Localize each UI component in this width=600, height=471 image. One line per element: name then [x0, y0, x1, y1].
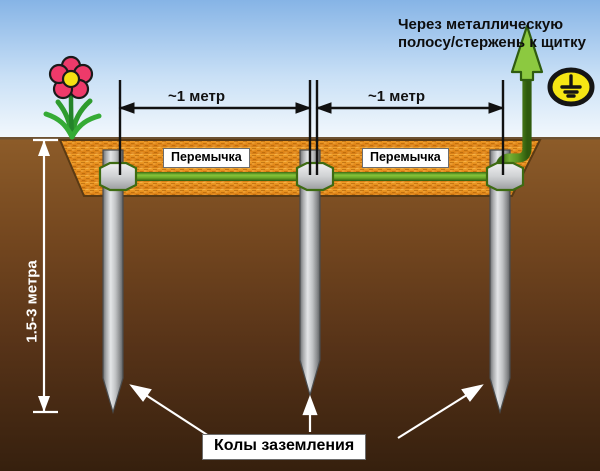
dimension-span-1: [118, 80, 312, 175]
clamp-connector: [485, 161, 525, 192]
dimension-label-span-1: ~1 метр: [168, 88, 226, 105]
dimension-depth: [33, 138, 58, 414]
ground-stake: [489, 149, 511, 415]
panel-connection-note: Через металлическую полосу/стержень к щи…: [398, 16, 586, 52]
jumper-strip-right: [310, 172, 500, 181]
dimension-label-depth: 1.5-3 метра: [23, 260, 41, 343]
dimension-label-span-2: ~1 метр: [368, 88, 426, 105]
up-arrow-icon: [510, 24, 544, 82]
dimension-span-2: [315, 80, 505, 175]
ground-surface-line: [0, 137, 600, 140]
trench-outline: [58, 139, 542, 197]
clamp-connector: [98, 161, 138, 192]
jumper-label-left: Перемычка: [163, 148, 250, 169]
clamp-connector: [295, 161, 335, 192]
jumper-strip-left: [113, 172, 310, 181]
flower-icon: [43, 55, 102, 140]
caption-leader-arrows: [129, 384, 484, 439]
earth-ground-icon: [547, 67, 595, 107]
stakes-caption: Колы заземления: [202, 434, 367, 460]
jumper-label-right: Перемычка: [362, 148, 449, 169]
